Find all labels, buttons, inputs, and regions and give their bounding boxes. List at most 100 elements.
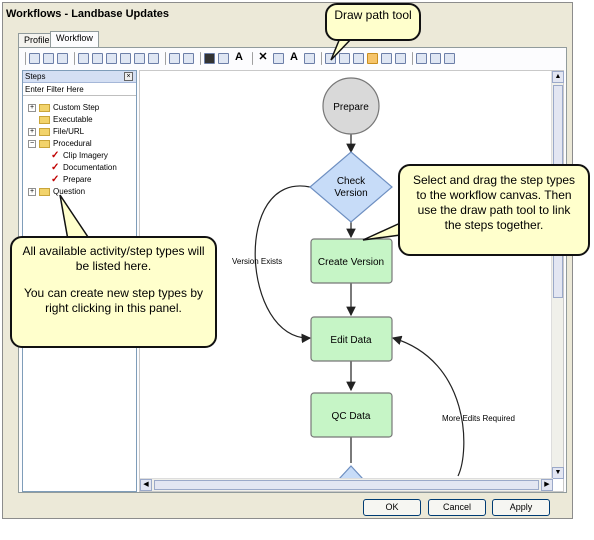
properties-icon[interactable] xyxy=(29,53,40,64)
steps-panel-title: Steps xyxy=(25,72,46,81)
tree-node-label: File/URL xyxy=(53,127,85,136)
node-qc-data[interactable] xyxy=(310,392,393,438)
node-check-version-line2: Version xyxy=(334,188,367,199)
info-icon[interactable] xyxy=(430,53,441,64)
scroll-right-icon[interactable]: ▶ xyxy=(541,479,553,491)
toolbar-grip xyxy=(25,52,26,65)
expand-icon[interactable]: + xyxy=(28,104,36,112)
callout-available-line2: You can create new step types by right c… xyxy=(23,286,203,315)
edge-more-edits[interactable] xyxy=(391,335,465,477)
callout-available-steps: All available activity/step types will b… xyxy=(10,236,217,348)
node-prepare-label: Prepare xyxy=(333,102,369,113)
tree-node-clip-imagery[interactable]: ✓Clip Imagery xyxy=(51,150,108,162)
node-check-version[interactable] xyxy=(309,151,393,223)
tree-node-documentation[interactable]: ✓Documentation xyxy=(51,162,117,174)
toolbar-separator xyxy=(321,52,322,65)
scroll-up-icon[interactable]: ▲ xyxy=(552,71,564,83)
node-create-version[interactable] xyxy=(310,238,393,284)
tree-node-label: Clip Imagery xyxy=(63,151,108,160)
pan-icon[interactable] xyxy=(395,53,406,64)
fit-icon[interactable] xyxy=(339,53,350,64)
zoom-in-icon[interactable] xyxy=(381,53,392,64)
tab-workflow[interactable]: Workflow xyxy=(50,31,99,48)
print-icon[interactable] xyxy=(444,53,455,64)
tree-node-custom-step[interactable]: + Custom Step xyxy=(28,102,99,114)
align-center-icon[interactable] xyxy=(106,53,117,64)
cancel-button[interactable]: Cancel xyxy=(428,499,486,516)
align-bottom-icon[interactable] xyxy=(148,53,159,64)
toolbar-separator xyxy=(165,52,166,65)
tree-node-question[interactable]: + Question xyxy=(28,186,85,198)
folder-icon xyxy=(39,116,50,124)
delete-icon[interactable]: ✕ xyxy=(258,51,268,63)
collapse-icon[interactable]: − xyxy=(28,140,36,148)
full-extent-icon[interactable] xyxy=(353,53,364,64)
callout-available-line1: All available activity/step types will b… xyxy=(22,244,205,273)
tree-node-label: Custom Step xyxy=(53,103,100,112)
expand-icon[interactable]: + xyxy=(28,188,36,196)
ok-button[interactable]: OK xyxy=(363,499,421,516)
scroll-down-icon[interactable]: ▼ xyxy=(552,467,564,479)
canvas-vertical-scrollbar[interactable]: ▲ ▼ xyxy=(551,71,564,479)
toolbar: A ✕ A xyxy=(22,50,563,67)
steps-filter-input[interactable]: Enter Filter Here xyxy=(23,83,136,96)
checkmark-icon: ✓ xyxy=(51,150,60,161)
expand-icon[interactable]: + xyxy=(28,128,36,136)
tree-node-label: Executable xyxy=(53,115,93,124)
edge-label-version-exists: Version Exists xyxy=(232,257,282,266)
tree-node-label: Procedural xyxy=(53,139,92,148)
fill-color-icon[interactable] xyxy=(204,53,215,64)
scroll-left-icon[interactable]: ◀ xyxy=(140,479,152,491)
checkmark-icon: ✓ xyxy=(51,162,60,173)
edge-version-exists[interactable] xyxy=(254,185,312,344)
align-right-icon[interactable] xyxy=(92,53,103,64)
node-edit-data-label: Edit Data xyxy=(330,335,372,346)
image-tool-icon[interactable] xyxy=(304,53,315,64)
select-pointer-icon[interactable] xyxy=(416,53,427,64)
align-top-icon[interactable] xyxy=(120,53,131,64)
tree-node-label: Documentation xyxy=(63,163,117,172)
node-prepare[interactable] xyxy=(322,77,380,135)
space-vertical-icon[interactable] xyxy=(183,53,194,64)
tree-node-label: Question xyxy=(53,187,86,196)
move-icon[interactable] xyxy=(325,53,336,64)
canvas-horizontal-scrollbar[interactable]: ◀ ▶ xyxy=(140,478,553,491)
workflow-canvas[interactable]: Prepare Check Version Create Version Edi… xyxy=(139,70,564,492)
align-middle-icon[interactable] xyxy=(134,53,145,64)
image-icon[interactable] xyxy=(57,53,68,64)
folder-icon xyxy=(39,128,50,136)
tree-node-file-url[interactable]: + File/URL xyxy=(28,126,84,138)
node-create-version-label: Create Version xyxy=(318,257,384,268)
zoom-select-icon[interactable] xyxy=(367,53,378,64)
node-edit-data[interactable] xyxy=(310,316,393,362)
grid-icon[interactable] xyxy=(43,53,54,64)
tree-node-procedural[interactable]: − Procedural xyxy=(28,138,92,150)
font-color-icon[interactable]: A xyxy=(235,51,243,63)
draw-path-icon[interactable] xyxy=(273,53,284,64)
tree-node-executable[interactable]: Executable xyxy=(39,114,93,126)
callout-draw-path: Draw path tool xyxy=(325,3,421,41)
folder-icon xyxy=(39,104,50,112)
node-check-version-line1: Check xyxy=(337,176,366,187)
tree-node-label: Prepare xyxy=(63,175,92,184)
window-title: Workflows - Landbase Updates xyxy=(6,8,169,20)
horizontal-scroll-thumb[interactable] xyxy=(154,480,539,490)
text-tool-icon[interactable]: A xyxy=(290,51,298,63)
edge-label-more-edits: More Edits Required xyxy=(442,414,515,423)
toolbar-separator xyxy=(412,52,413,65)
steps-panel-header: Steps × xyxy=(23,71,136,83)
apply-button[interactable]: Apply xyxy=(492,499,550,516)
folder-icon xyxy=(39,188,50,196)
dialog-buttons: OK Cancel Apply xyxy=(3,496,572,518)
node-qc-data-label: QC Data xyxy=(332,411,371,422)
workflow-diagram: Prepare Check Version Create Version Edi… xyxy=(232,77,515,480)
align-left-icon[interactable] xyxy=(78,53,89,64)
space-horizontal-icon[interactable] xyxy=(169,53,180,64)
pin-icon[interactable]: × xyxy=(124,72,133,81)
toolbar-separator xyxy=(252,52,253,65)
callout-select-drag: Select and drag the step types to the wo… xyxy=(398,164,590,256)
toolbar-separator xyxy=(74,52,75,65)
line-color-icon[interactable] xyxy=(218,53,229,64)
tree-node-prepare[interactable]: ✓Prepare xyxy=(51,174,91,186)
callout-spacer xyxy=(20,274,207,286)
